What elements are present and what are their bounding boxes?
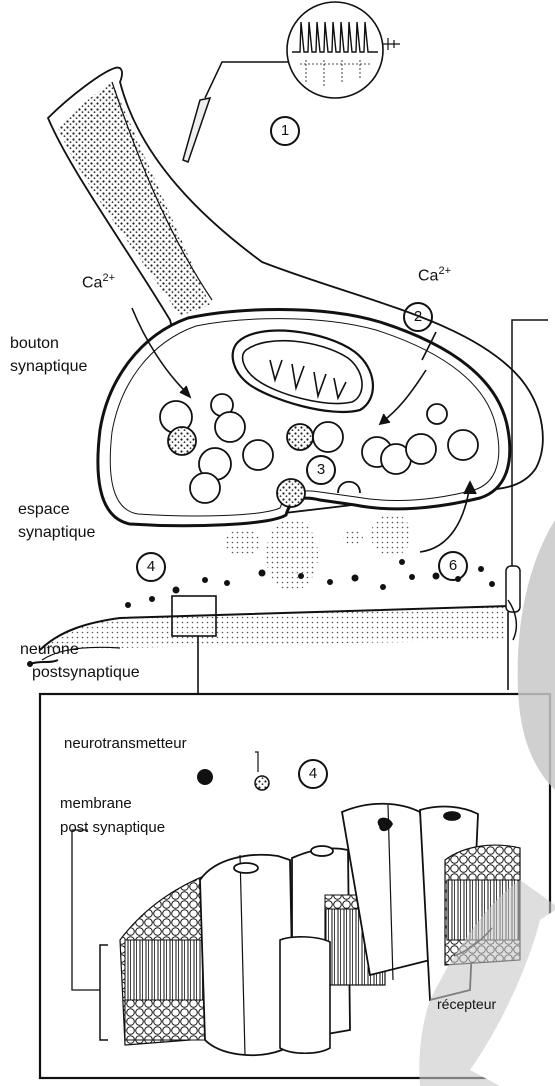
- bouton-synaptique-label: bouton synaptique: [10, 336, 87, 376]
- neurone-postsynaptique-label: neurone postsynaptique: [20, 642, 140, 682]
- membrane-post-synaptique-label: membrane post synaptique: [60, 796, 165, 836]
- step-number-2: 2: [403, 302, 433, 332]
- oscilloscope-trace: [287, 2, 400, 98]
- step-number-1: 1: [270, 116, 300, 146]
- step-number-4-lower: 4: [298, 759, 328, 789]
- step-number-6: 6: [438, 551, 468, 581]
- calcium-label-right: Ca2+: [418, 266, 451, 285]
- espace-synaptique-label: espace synaptique: [18, 502, 95, 542]
- electrode: [183, 62, 290, 162]
- receptor-protein-base: [280, 937, 330, 1053]
- neurotransmetteur-label: neurotransmetteur: [64, 736, 187, 752]
- recepteur-label: récepteur: [437, 997, 496, 1012]
- step-number-3: 3: [306, 455, 336, 485]
- calcium-label-left: Ca2+: [82, 273, 115, 292]
- step-number-4-upper: 4: [136, 552, 166, 582]
- neurotransmitter-clouds: [225, 513, 411, 591]
